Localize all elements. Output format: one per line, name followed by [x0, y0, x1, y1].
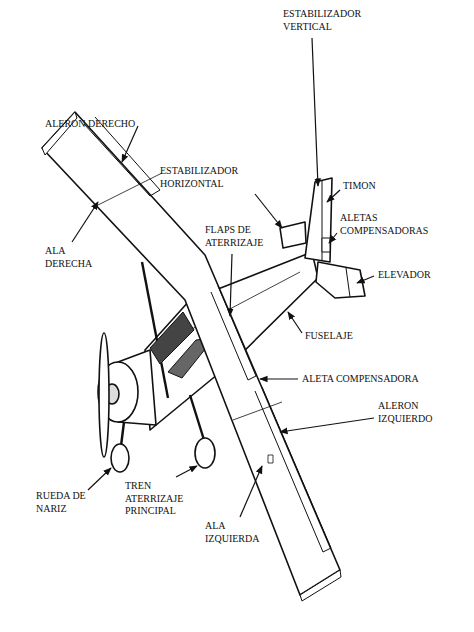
leader-line — [260, 378, 298, 379]
horizontal-stabilizer — [316, 262, 365, 298]
part-label: ELEVADOR — [378, 269, 431, 282]
panel-line — [233, 402, 282, 420]
nose-strut — [121, 422, 124, 446]
leader-line — [88, 468, 111, 490]
wing-tip — [300, 570, 341, 601]
part-label: FLAPS DE ATERRIZAJE — [205, 224, 281, 249]
elevator-hinge — [346, 268, 350, 297]
part-label: ESTABILIZADOR HORIZONTAL — [160, 165, 238, 190]
part-label: ALA DERECHA — [45, 245, 92, 270]
flap — [211, 286, 256, 380]
leader-line — [176, 466, 197, 477]
leader-line — [327, 190, 340, 202]
vertical-fin — [305, 178, 332, 262]
part-label: TREN ATERRIZAJE PRINCIPAL — [125, 480, 183, 518]
left-aileron — [255, 387, 331, 552]
leader-line — [240, 466, 262, 517]
horizontal-stabilizer — [280, 222, 306, 248]
nose-wheel — [111, 444, 129, 472]
part-label: ALERON IZQUIERDO — [378, 400, 432, 425]
main-gear-leg — [190, 395, 204, 440]
wing — [42, 112, 340, 595]
part-label: ALERON DERECHO — [45, 118, 135, 131]
part-label: RUEDA DE NARIZ — [36, 490, 94, 515]
leader-line — [329, 233, 337, 243]
leader-line — [357, 276, 374, 283]
fuel-cap — [268, 455, 273, 463]
leader-lines — [72, 38, 374, 517]
leader-line — [122, 126, 138, 162]
part-label: TIMON — [343, 180, 376, 193]
part-label: FUSELAJE — [305, 330, 353, 343]
part-label: ALETAS COMPENSADORAS — [340, 212, 428, 237]
leader-line — [280, 418, 374, 432]
leader-line — [255, 194, 282, 228]
part-label: ALA IZQUIERDA — [205, 520, 259, 545]
leader-line — [288, 312, 302, 333]
trim-tab — [322, 238, 330, 252]
panel-line — [96, 173, 162, 206]
propeller — [99, 333, 109, 457]
leader-line — [312, 38, 318, 186]
part-label: ALETA COMPENSADORA — [302, 373, 419, 386]
part-label: ESTABILIZADOR VERTICAL — [283, 8, 361, 33]
leader-line — [230, 254, 232, 316]
main-wheel — [195, 438, 215, 468]
leader-line — [72, 202, 98, 242]
